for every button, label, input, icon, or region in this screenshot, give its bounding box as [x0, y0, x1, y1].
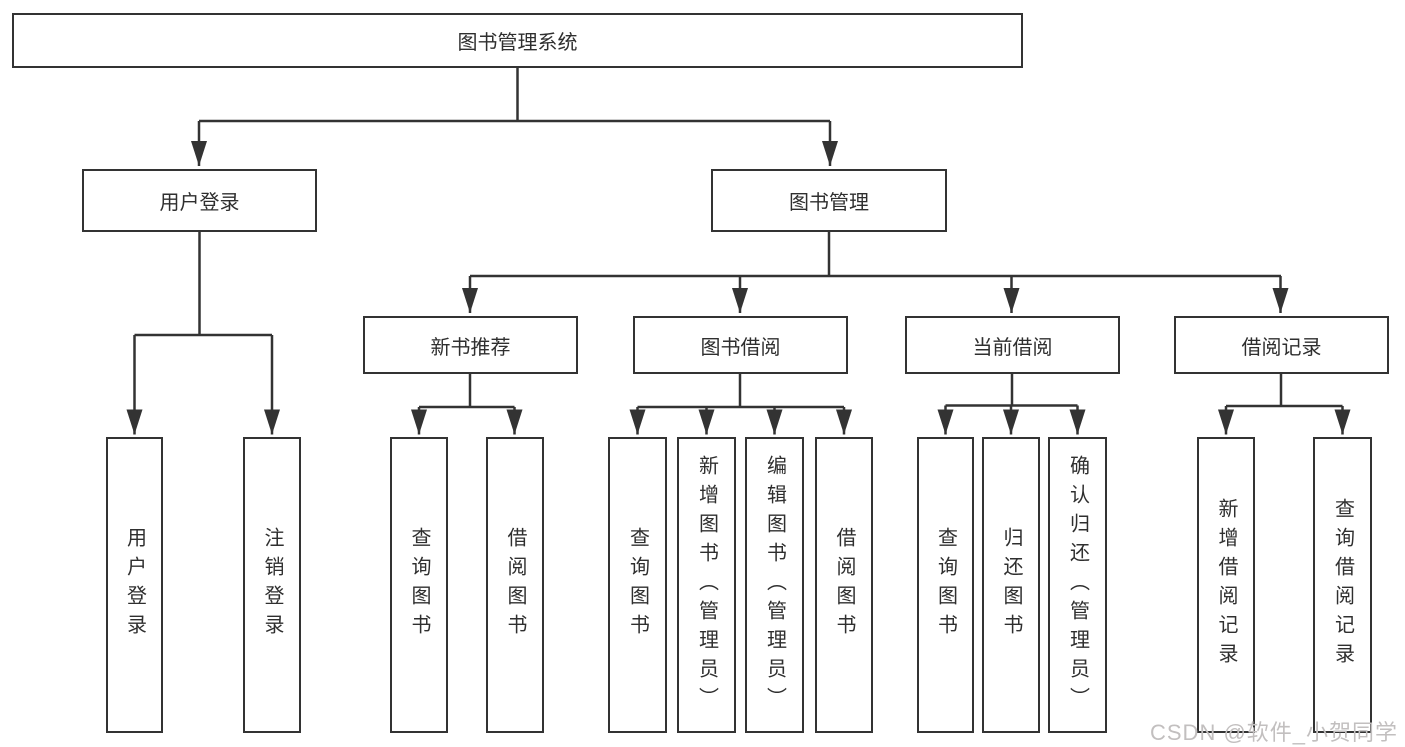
edge-root-stem	[199, 68, 830, 123]
node-label: 新书推荐	[430, 336, 511, 359]
leaf-current-confirm-return-admin: 确认归还（管理员）	[1048, 437, 1107, 733]
node-user-login: 用户登录	[82, 169, 317, 232]
leaf-borrowing-edit-books-admin: 编辑图书（管理员）	[745, 437, 804, 733]
node-label: 借阅记录	[1241, 336, 1322, 359]
node-book-management: 图书管理	[711, 169, 947, 232]
leaf-current-query-books: 查询图书	[917, 437, 974, 733]
edge-newbooks-stem	[419, 374, 515, 409]
leaf-borrowing-add-books-admin: 新增图书（管理员）	[677, 437, 736, 733]
leaf-records-add-record: 新增借阅记录	[1197, 437, 1255, 733]
node-label: 归还图书	[1000, 527, 1022, 643]
node-label: 当前借阅	[972, 336, 1053, 359]
node-label: 图书借阅	[700, 336, 781, 359]
leaf-borrowing-borrow-books: 借阅图书	[815, 437, 873, 733]
leaf-user-login: 用户登录	[106, 437, 163, 733]
leaf-logout: 注销登录	[243, 437, 301, 733]
node-label: 图书管理系统	[457, 32, 578, 54]
edge-userlogin-stem	[134, 232, 272, 337]
edge-bookmgmt-stem	[470, 232, 1281, 278]
node-label: 图书管理	[789, 192, 869, 214]
edge-borrowing-stem	[637, 374, 844, 409]
leaf-borrowing-query-books: 查询图书	[608, 437, 667, 733]
node-label: 查询借阅记录	[1331, 498, 1354, 672]
node-library-system: 图书管理系统	[12, 13, 1023, 68]
edge-current-stem	[945, 374, 1078, 407]
node-label: 查询图书	[626, 527, 649, 643]
node-label: 用户登录	[159, 192, 240, 214]
edge-records-stem	[1226, 374, 1343, 408]
node-current-borrowing: 当前借阅	[905, 316, 1120, 374]
node-borrowing-records: 借阅记录	[1174, 316, 1389, 374]
node-new-book-recommendation: 新书推荐	[363, 316, 578, 374]
leaf-newbooks-borrow-books: 借阅图书	[486, 437, 544, 733]
node-label: 注销登录	[261, 527, 283, 643]
node-label: 借阅图书	[833, 527, 855, 643]
node-label: 新增借阅记录	[1215, 498, 1237, 672]
node-label: 借阅图书	[504, 527, 526, 643]
leaf-newbooks-query-books: 查询图书	[390, 437, 448, 733]
leaf-records-query-record: 查询借阅记录	[1313, 437, 1372, 733]
node-book-borrowing: 图书借阅	[633, 316, 848, 374]
node-label: 查询图书	[934, 527, 957, 643]
leaf-current-return-books: 归还图书	[982, 437, 1040, 733]
node-label: 新增图书（管理员）	[695, 454, 718, 716]
node-label: 查询图书	[408, 527, 430, 643]
node-label: 确认归还（管理员）	[1066, 454, 1089, 716]
node-label: 用户登录	[123, 527, 146, 643]
csdn-watermark: CSDN @软件_小贺同学	[1150, 720, 1399, 745]
node-label: 编辑图书（管理员）	[763, 454, 786, 716]
